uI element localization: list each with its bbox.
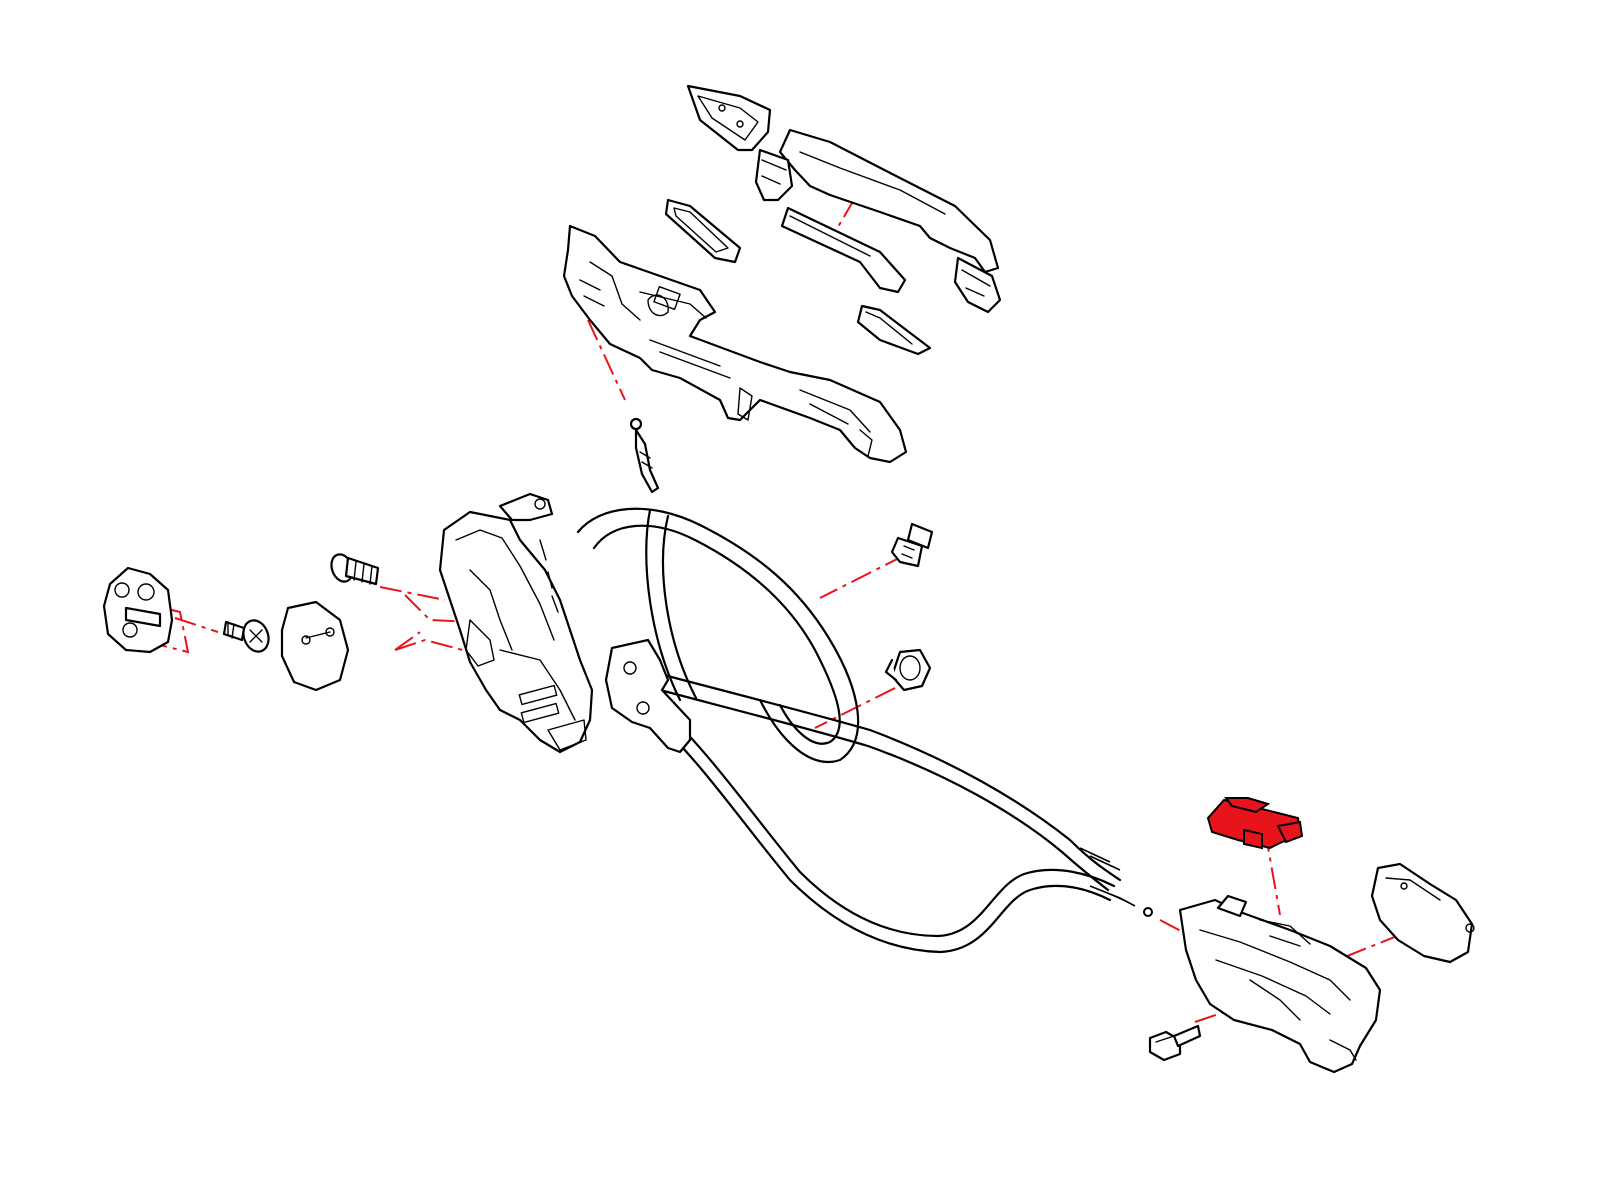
outside-handle-cover xyxy=(686,84,772,152)
outside-handle xyxy=(754,128,1002,314)
latch-cover-plate xyxy=(280,600,350,692)
inside-handle-switch xyxy=(1206,797,1304,850)
cable-bracket xyxy=(604,638,692,754)
inside-handle-bolt xyxy=(1148,1024,1202,1062)
lock-cylinder-rod xyxy=(629,417,660,494)
outside-handle-frame xyxy=(562,224,908,464)
striker xyxy=(102,566,174,654)
latch-screw xyxy=(330,553,380,586)
cable-clip xyxy=(884,648,932,692)
inside-handle-bezel xyxy=(1370,862,1475,964)
release-cables xyxy=(576,507,1153,954)
striker-screw xyxy=(222,619,270,653)
handle-gasket-front xyxy=(664,198,742,264)
handle-gasket-rear xyxy=(780,206,907,294)
door-latch-actuator xyxy=(438,492,594,754)
wire-connector xyxy=(890,522,934,568)
inside-handle-housing xyxy=(1178,894,1382,1074)
handle-gasket-small xyxy=(856,304,932,356)
